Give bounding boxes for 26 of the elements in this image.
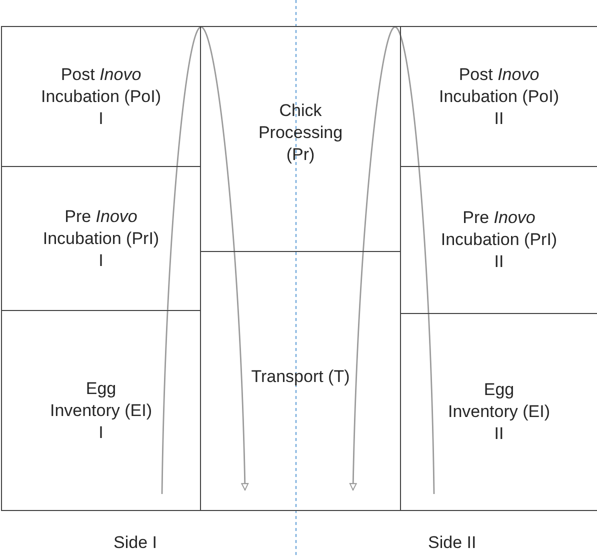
zone-label: Egg Inventory (EI) (49, 378, 153, 422)
flow-arrow (349, 26, 402, 490)
side-numeral: I (98, 250, 104, 272)
flow-line (176, 26, 202, 166)
flow-line (418, 166, 430, 312)
side-label: Side I (114, 532, 157, 554)
zone-label: Post Inovo Incubation (PoI) (40, 64, 162, 108)
side-numeral: II (494, 423, 504, 445)
side-numeral: II (494, 108, 504, 130)
zone-label: Transport (T) (251, 366, 350, 388)
zone-label: Chick Processing (Pr) (257, 100, 344, 166)
flow-line (428, 312, 435, 494)
flow-line (166, 166, 178, 310)
zone-box (1, 310, 201, 511)
flow-line (161, 310, 168, 494)
zone-label: Pre Inovo Incubation (PrI) (42, 206, 160, 250)
zone-box (1, 26, 201, 167)
zone-label: Post Inovo Incubation (PoI) (438, 64, 560, 108)
flow-arrow (200, 26, 249, 490)
flow-line (400, 35, 420, 166)
side-numeral: I (98, 108, 104, 130)
zone-label: Pre Inovo Incubation (PrI) (440, 207, 558, 251)
side-numeral: II (494, 251, 504, 273)
side-numeral: I (98, 422, 104, 444)
zone-label: Egg Inventory (EI) (447, 379, 551, 423)
side-label: Side II (428, 532, 476, 554)
